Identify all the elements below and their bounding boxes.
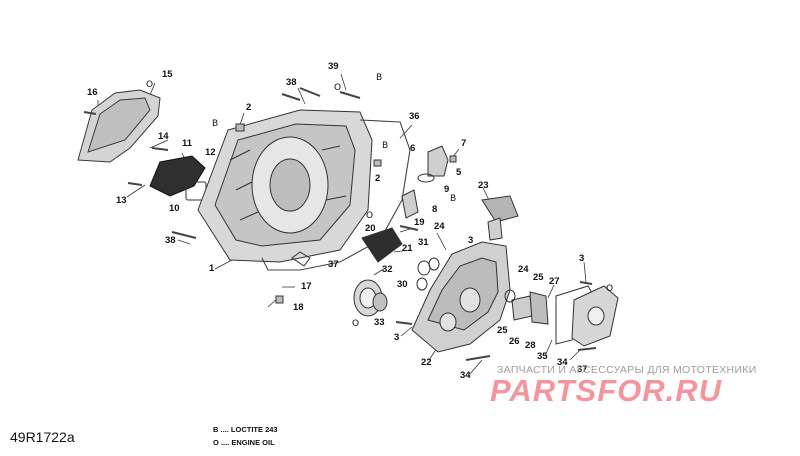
callout-5: 6 (410, 143, 416, 154)
code-oil-30: O (352, 319, 360, 329)
callout-25b: 26 (509, 336, 520, 347)
bolts (83, 87, 597, 361)
callout-19: 20 (365, 223, 376, 234)
small-nuts (235, 123, 457, 304)
code-loctite-39: B (376, 73, 383, 83)
callout-12: 13 (116, 195, 127, 206)
callout-4: 5 (456, 167, 462, 178)
callout-33: 34 (557, 357, 568, 368)
callout-23: 24 (434, 221, 445, 232)
callout-24a: 24 (518, 264, 529, 275)
callout-8: 9 (444, 184, 450, 195)
leader-lines (97, 73, 587, 375)
legend-engine-oil: O .... ENGINE OIL (213, 438, 275, 447)
callout-22: 23 (478, 180, 489, 191)
pump-part (361, 145, 519, 263)
callout-16: 17 (301, 281, 312, 292)
callout-9: 10 (169, 203, 180, 214)
callout-7: 8 (432, 204, 438, 215)
callout-3a: 3 (468, 235, 474, 246)
callout-28: 30 (397, 279, 408, 290)
callout-34: 35 (537, 351, 548, 362)
callout-32: 34 (460, 370, 471, 381)
callout-6: 7 (461, 138, 467, 149)
callout-17: 18 (293, 302, 304, 313)
cover-part (77, 89, 161, 163)
side-cover (555, 285, 619, 347)
code-oil-39: O (334, 83, 342, 93)
callout-3b: 3 (394, 332, 400, 343)
callout-26: 27 (549, 276, 560, 287)
callout-11: 12 (205, 147, 216, 158)
code-oil-3c: O (606, 284, 614, 294)
callout-24b: 25 (497, 325, 508, 336)
code-loctite-2a: B (212, 119, 219, 129)
crankcase-lower (411, 241, 511, 353)
valve-parts (504, 289, 549, 325)
bearing-part (353, 279, 388, 317)
callout-35: 37 (577, 364, 588, 375)
callout-2a: 2 (246, 102, 252, 113)
watermark-brand: PARTSFOR.RU (490, 373, 723, 408)
callout-2b: 2 (375, 173, 381, 184)
callout-21: 22 (421, 357, 432, 368)
callout-3c: 3 (579, 253, 585, 264)
illustration-reference-code: 49R1722a (10, 429, 75, 445)
code-oil-19: O (366, 211, 374, 221)
watermark-tagline: ЗАПЧАСТИ И АКСЕССУАРЫ ДЛЯ МОТОТЕХНИКИ (497, 364, 757, 376)
callout-10: 11 (182, 138, 193, 149)
callout-39: 39 (328, 61, 339, 72)
callout-15: 16 (87, 87, 98, 98)
code-loctite-8: B (450, 194, 457, 204)
callout-36: 36 (409, 111, 420, 122)
callout-13: 14 (158, 131, 169, 142)
legend-loctite: B .... LOCTITE 243 (213, 425, 278, 434)
callout-14: 15 (162, 69, 173, 80)
code-loctite-5: B (382, 141, 389, 151)
callout-30: 32 (382, 264, 393, 275)
callout-20: 21 (402, 243, 413, 254)
callout-25a: 25 (533, 272, 544, 283)
callout-27: 28 (525, 340, 536, 351)
code-oil-14: O (146, 80, 154, 90)
callout-1: 1 (209, 263, 215, 274)
callout-18: 19 (414, 217, 425, 228)
callout-29: 31 (418, 237, 429, 248)
crankcase-main (197, 109, 373, 263)
callout-31: 33 (374, 317, 385, 328)
callout-38a: 38 (286, 77, 297, 88)
oring-set (416, 257, 440, 291)
callout-38b: 38 (165, 235, 176, 246)
seal-part (149, 155, 206, 197)
callout-37: 37 (328, 259, 339, 270)
